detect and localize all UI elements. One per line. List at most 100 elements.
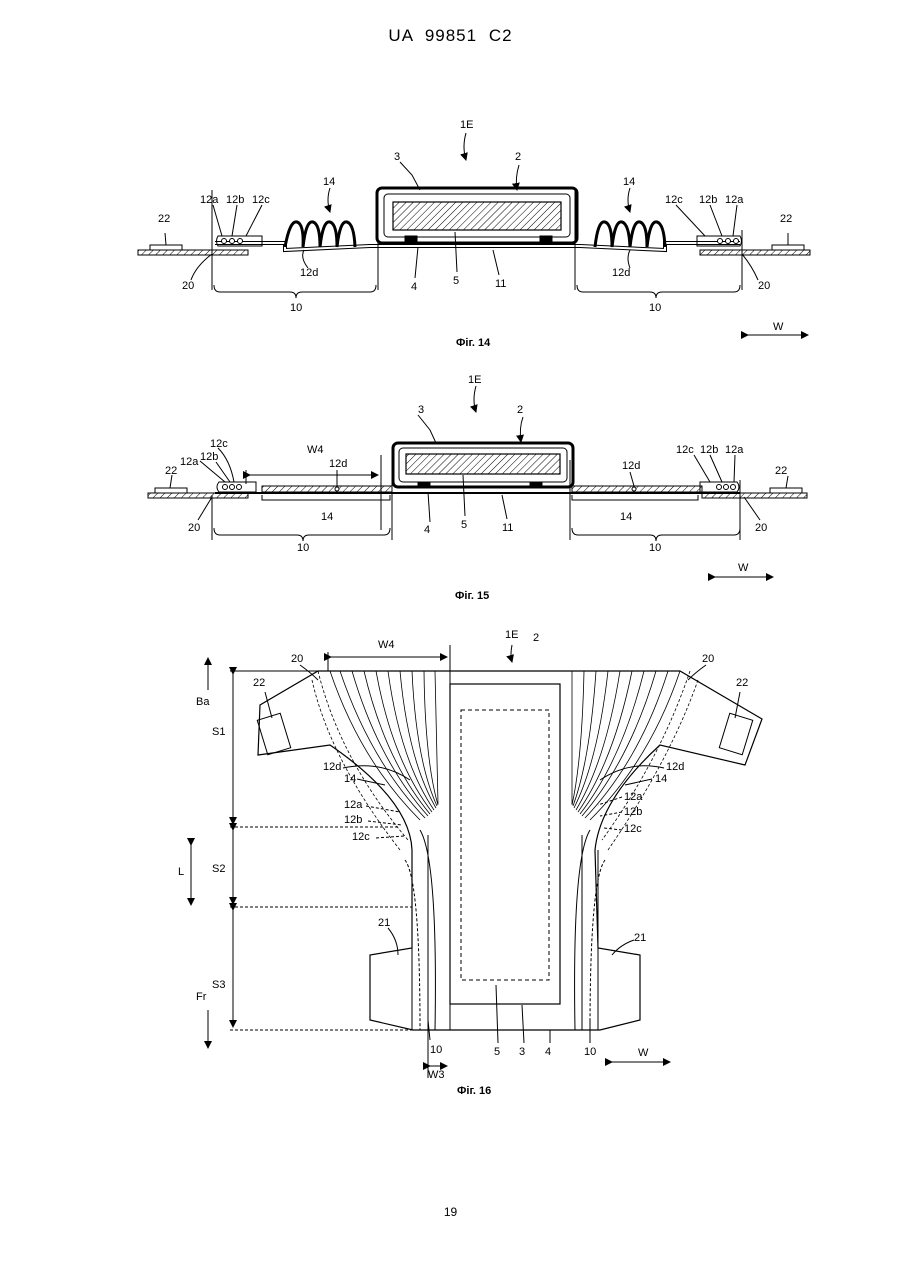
svg-text:12b: 12b: [624, 806, 642, 818]
svg-text:12c: 12c: [624, 823, 642, 835]
svg-text:5: 5: [461, 519, 467, 531]
svg-text:12d: 12d: [300, 267, 318, 279]
svg-text:12a: 12a: [344, 799, 363, 811]
page-number: 19: [0, 1205, 901, 1219]
svg-text:12c: 12c: [252, 194, 270, 206]
svg-text:1E: 1E: [468, 374, 481, 386]
svg-text:10: 10: [430, 1044, 442, 1056]
svg-text:2: 2: [533, 632, 539, 644]
svg-text:S2: S2: [212, 863, 225, 875]
svg-text:W4: W4: [378, 639, 395, 651]
svg-text:2: 2: [517, 404, 523, 416]
svg-text:20: 20: [182, 280, 194, 292]
svg-text:4: 4: [545, 1046, 551, 1058]
fastener-22-right: [772, 245, 804, 250]
svg-text:12a: 12a: [200, 194, 219, 206]
figure-14-labels: 1E 2 3 14 14 12a 12b 12c 12c 12b 12a 22 …: [158, 119, 792, 349]
figure-15: [148, 386, 807, 577]
svg-text:20: 20: [758, 280, 770, 292]
absorbent-body-3: [450, 684, 560, 1004]
svg-text:21: 21: [634, 932, 646, 944]
svg-text:1E: 1E: [505, 629, 518, 641]
fastener-22-left: [155, 488, 187, 493]
svg-text:12b: 12b: [700, 444, 718, 456]
svg-text:12d: 12d: [612, 267, 630, 279]
absorbent-core-5: [461, 710, 549, 980]
gather-region-14-right: [572, 486, 702, 492]
svg-text:12b: 12b: [226, 194, 244, 206]
svg-text:W4: W4: [307, 444, 324, 456]
svg-text:Фіг. 14: Фіг. 14: [456, 337, 491, 349]
svg-text:12d: 12d: [329, 458, 347, 470]
diaper-outline: [258, 671, 762, 1030]
svg-text:14: 14: [623, 176, 635, 188]
svg-text:10: 10: [290, 302, 302, 314]
svg-text:12a: 12a: [725, 444, 744, 456]
svg-text:22: 22: [253, 677, 265, 689]
figure-14: [138, 133, 810, 335]
svg-text:12c: 12c: [665, 194, 683, 206]
svg-text:20: 20: [291, 653, 303, 665]
figure-16: [191, 645, 762, 1078]
svg-text:W3: W3: [428, 1069, 445, 1081]
svg-text:4: 4: [411, 281, 417, 293]
svg-text:20: 20: [188, 522, 200, 534]
svg-text:14: 14: [620, 511, 632, 523]
svg-text:22: 22: [158, 213, 170, 225]
fastener-22-right: [719, 713, 752, 754]
svg-text:20: 20: [755, 522, 767, 534]
svg-text:12b: 12b: [344, 814, 362, 826]
svg-text:14: 14: [655, 773, 667, 785]
svg-text:3: 3: [418, 404, 424, 416]
svg-text:21: 21: [378, 917, 390, 929]
svg-text:14: 14: [321, 511, 333, 523]
svg-text:10: 10: [649, 542, 661, 554]
side-flap-20-left: [138, 250, 248, 255]
fastener-22-left: [150, 245, 182, 250]
svg-text:12c: 12c: [352, 831, 370, 843]
svg-text:W: W: [638, 1047, 649, 1059]
svg-text:12c: 12c: [676, 444, 694, 456]
svg-text:10: 10: [649, 302, 661, 314]
svg-text:L: L: [178, 866, 184, 878]
side-flap-20-right: [700, 250, 810, 255]
svg-text:1E: 1E: [460, 119, 473, 131]
svg-text:Фіг. 15: Фіг. 15: [455, 590, 489, 602]
svg-text:12a: 12a: [624, 791, 643, 803]
svg-text:10: 10: [584, 1046, 596, 1058]
svg-text:3: 3: [394, 151, 400, 163]
figure-16-labels: W4 1E 2 20 20 22 22 Ba S1 S2 S3 L Fr 12d…: [178, 629, 748, 1097]
svg-text:S3: S3: [212, 979, 225, 991]
svg-text:12d: 12d: [622, 460, 640, 472]
absorbent-core-5: [406, 454, 560, 474]
svg-text:5: 5: [453, 275, 459, 287]
svg-text:12a: 12a: [180, 456, 199, 468]
svg-text:W: W: [773, 321, 784, 333]
svg-text:3: 3: [519, 1046, 525, 1058]
svg-text:2: 2: [515, 151, 521, 163]
gather-region-14-left: [262, 486, 392, 492]
fastener-22-right: [770, 488, 802, 493]
svg-text:4: 4: [424, 524, 430, 536]
pleats-14-right: [595, 222, 665, 247]
svg-text:12d: 12d: [666, 761, 684, 773]
svg-text:22: 22: [775, 465, 787, 477]
svg-text:22: 22: [736, 677, 748, 689]
svg-text:12d: 12d: [323, 761, 341, 773]
svg-text:Ba: Ba: [196, 696, 210, 708]
svg-text:12b: 12b: [699, 194, 717, 206]
svg-text:Фіг. 16: Фіг. 16: [457, 1085, 491, 1097]
svg-text:20: 20: [702, 653, 714, 665]
svg-text:12a: 12a: [725, 194, 744, 206]
pleats-14-left: [285, 222, 355, 247]
svg-text:5: 5: [494, 1046, 500, 1058]
svg-text:12c: 12c: [210, 438, 228, 450]
svg-text:14: 14: [344, 773, 356, 785]
fastener-22-left: [257, 713, 290, 754]
absorbent-core-5: [393, 202, 561, 230]
svg-text:10: 10: [297, 542, 309, 554]
svg-text:22: 22: [780, 213, 792, 225]
svg-text:14: 14: [323, 176, 335, 188]
svg-text:11: 11: [495, 278, 506, 290]
